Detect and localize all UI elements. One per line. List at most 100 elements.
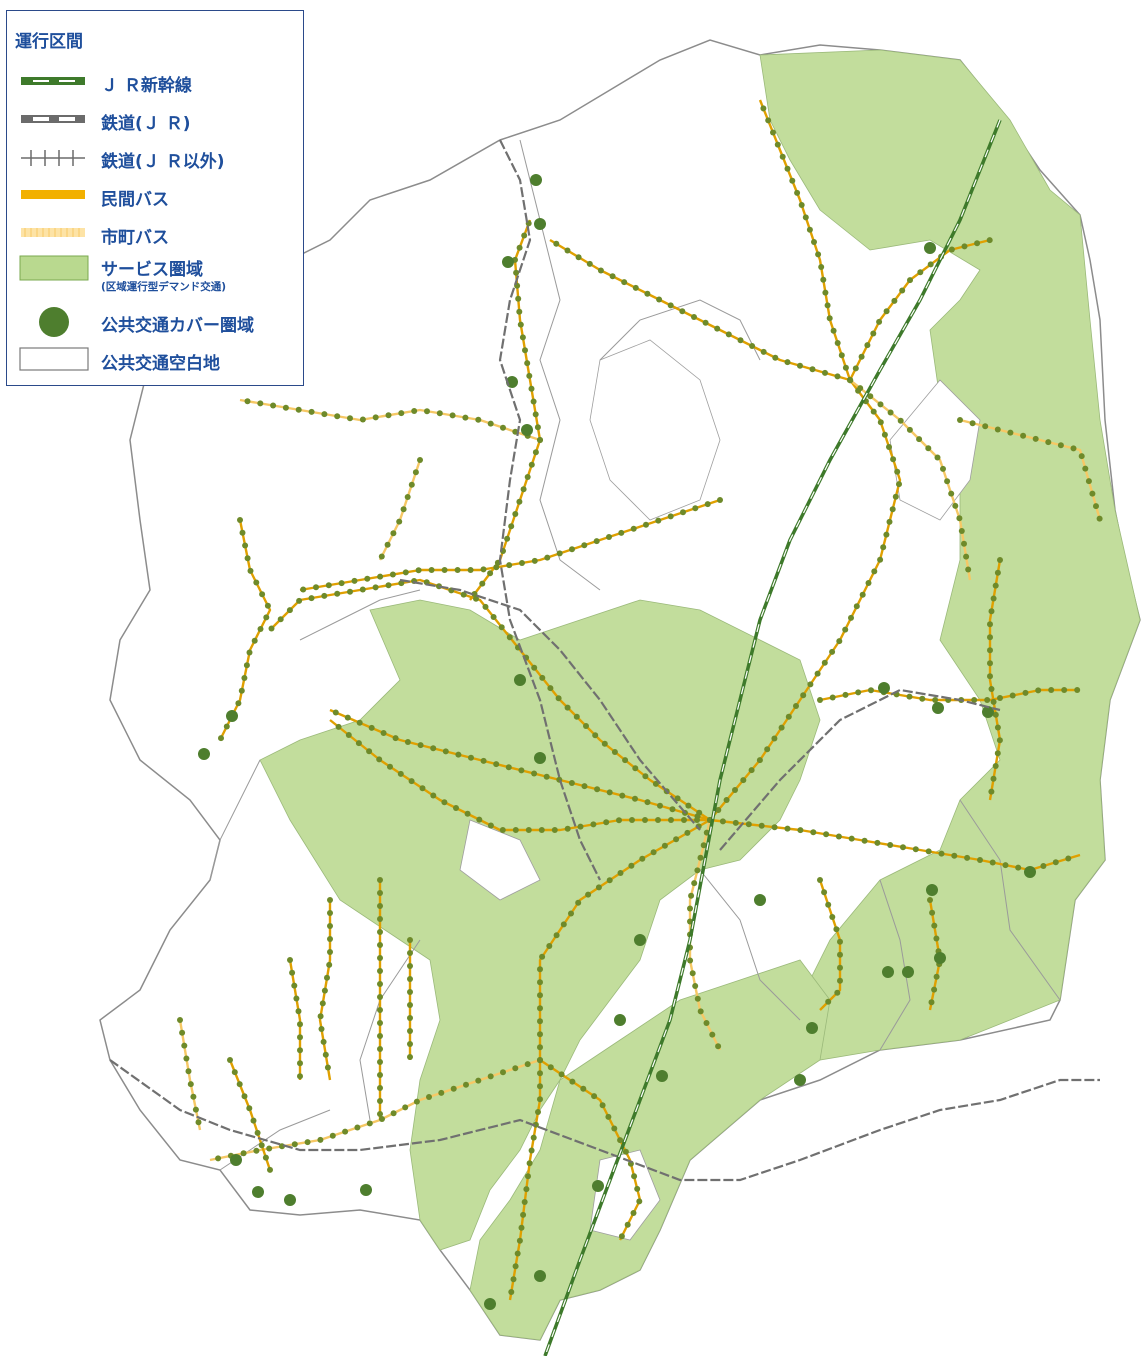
- bus-stop-coverage-dot: [286, 607, 293, 614]
- blank-area-swatch-icon: [19, 347, 89, 371]
- shinkansen-line: [543, 119, 1002, 1356]
- bus-stop-coverage-dot: [684, 829, 691, 836]
- bus-stop-coverage-dot: [500, 424, 506, 431]
- bus-stop-coverage-dot: [244, 398, 251, 405]
- bus-stop-coverage-dot: [679, 308, 686, 315]
- bus-stop-coverage-dot: [992, 763, 999, 769]
- bus-stop-coverage-dot: [512, 511, 519, 517]
- bus-stop-coverage-dot: [347, 588, 353, 595]
- bus-stop-coverage-dot: [400, 506, 407, 513]
- bus-stop-coverage-dot: [377, 1033, 383, 1039]
- bus-stop-coverage-dot: [992, 582, 999, 589]
- bus-stop-coverage-dot: [544, 554, 551, 561]
- bus-stop-coverage-dot: [987, 647, 993, 654]
- bus-stop-coverage-dot: [262, 1154, 269, 1161]
- bus-stop-coverage-dot: [424, 408, 430, 415]
- bus-stop-coverage-dot: [438, 1089, 445, 1096]
- bus-stop-coverage-dot: [996, 737, 1003, 744]
- bus-stop-coverage-dot: [630, 1210, 637, 1216]
- bus-stop-coverage-dot: [408, 778, 415, 785]
- bus-stop-coverage-dot: [359, 416, 366, 423]
- bus-stop-coverage-dot: [590, 821, 597, 828]
- bus-stop-coverage-dot: [366, 748, 373, 755]
- bus-stop-coverage-dot: [994, 750, 1001, 757]
- station-coverage-dot: [360, 1184, 372, 1196]
- bus-stop-coverage-dot: [195, 1119, 202, 1126]
- bus-stop-coverage-dot: [270, 402, 277, 409]
- bus-stop-coverage-dot: [538, 827, 545, 833]
- bus-stop-coverage-dot: [1061, 687, 1068, 693]
- bus-stop-coverage-dot: [537, 1005, 543, 1012]
- bus-stop-coverage-dot: [512, 827, 519, 833]
- bus-stop-coverage-dot: [987, 660, 993, 667]
- bus-stop-coverage-dot: [322, 1051, 329, 1058]
- bus-stop-coverage-dot: [192, 1106, 199, 1113]
- bus-stop-coverage-dot: [586, 260, 593, 267]
- bus-stop-coverage-dot: [870, 408, 877, 415]
- bus-stop-coverage-dot: [931, 986, 938, 993]
- bus-stop-coverage-dot: [524, 360, 531, 367]
- bus-stop-coverage-dot: [870, 330, 877, 337]
- bus-stop-coverage-dot: [823, 831, 830, 838]
- bus-stop-coverage-dot: [974, 240, 981, 247]
- legend-label-jr: 鉄道(Ｊ Ｒ): [101, 114, 191, 134]
- station-coverage-dot: [882, 966, 894, 978]
- bus-stop-coverage-dot: [321, 411, 328, 418]
- bus-stop-coverage-dot: [704, 501, 711, 508]
- bus-route: [178, 1019, 202, 1131]
- bus-stop-coverage-dot: [912, 846, 919, 853]
- bus-stop-coverage-dot: [480, 757, 487, 764]
- bus-stop-coverage-dot: [964, 854, 971, 861]
- bus-stop-coverage-dot: [372, 414, 379, 421]
- bus-stop-coverage-dot: [611, 749, 618, 755]
- bus-stop-coverage-dot: [436, 410, 443, 417]
- bus-stop-coverage-dot: [644, 290, 651, 297]
- bus-stop-coverage-dot: [366, 1120, 373, 1127]
- bus-stop-coverage-dot: [829, 694, 836, 701]
- bus-stop-coverage-dot: [824, 302, 831, 309]
- bus-stop-coverage-dot: [332, 709, 339, 716]
- legend-item-blank: 公共交通空白地: [7, 341, 303, 377]
- bus-stop-coverage-dot: [605, 1113, 612, 1120]
- bus-stop-coverage-dot: [944, 478, 951, 485]
- bus-stop-coverage-dot: [537, 966, 543, 973]
- station-coverage-dot: [794, 1074, 806, 1086]
- bus-route: [849, 379, 972, 581]
- bus-stop-coverage-dot: [537, 1044, 543, 1051]
- bus-stop-coverage-dot: [597, 267, 604, 274]
- bus-stop-coverage-dot: [994, 724, 1001, 731]
- bus-stop-coverage-dot: [580, 1085, 587, 1092]
- bus-stop-coverage-dot: [987, 621, 993, 628]
- bus-stop-coverage-dot: [948, 246, 955, 253]
- bus-stop-coverage-dot: [709, 1031, 716, 1038]
- bus-stop-coverage-dot: [591, 1093, 598, 1100]
- bus-stop-coverage-dot: [1085, 478, 1092, 485]
- bus-stop-coverage-dot: [498, 624, 505, 631]
- bus-stop-coverage-dot: [293, 995, 300, 1002]
- municipal-bus-route-icon: [21, 228, 85, 237]
- bus-stop-coverage-dot: [482, 603, 489, 610]
- bus-stop-coverage-dot: [622, 757, 629, 764]
- service-area-northeast: [759, 49, 1141, 1061]
- bus-stop-coverage-dot: [692, 505, 699, 512]
- bus-stop-coverage-dot: [990, 698, 997, 705]
- bus-stop-coverage-dot: [951, 852, 958, 859]
- bus-stop-coverage-dot: [632, 795, 638, 802]
- bus-stop-coverage-dot: [345, 732, 352, 738]
- bus-stop-coverage-dot: [568, 910, 574, 917]
- bus-stop-coverage-dot: [297, 1021, 303, 1028]
- bus-stop-coverage-dot: [794, 189, 801, 196]
- bus-stop-coverage-dot: [317, 1136, 324, 1143]
- station-coverage-dot: [252, 1186, 264, 1198]
- bus-stop-coverage-dot: [490, 614, 497, 620]
- bus-stop-coverage-dot: [830, 327, 837, 334]
- bus-stop-coverage-dot: [521, 1199, 528, 1205]
- bus-stop-coverage-dot: [296, 597, 303, 604]
- bus-stop-coverage-dot: [987, 673, 993, 680]
- bus-stop-coverage-dot: [450, 1085, 457, 1092]
- bus-stop-coverage-dot: [179, 1029, 186, 1036]
- bus-stop-coverage-dot: [546, 943, 553, 949]
- bus-stop-coverage-dot: [467, 567, 474, 573]
- legend-sublabel-service-area: (区域運行型デマンド交通): [101, 281, 227, 293]
